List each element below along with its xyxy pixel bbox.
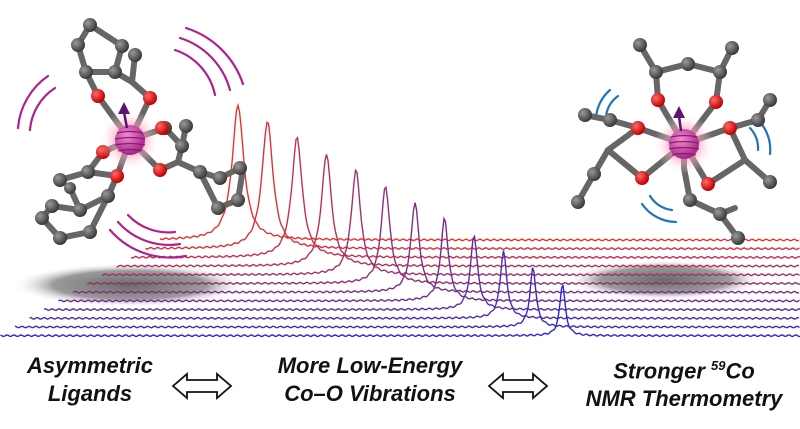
left-oxygen-atoms [91, 89, 169, 183]
spectrum-trace [116, 154, 800, 268]
right-oxygen-atoms [631, 93, 737, 191]
spectrum-trace [29, 250, 800, 320]
double-arrow-icon-right [487, 372, 549, 400]
right-spin-arrow [673, 106, 685, 118]
spectrum-trace [87, 185, 800, 286]
spectrum-trace [72, 202, 800, 294]
caption-low-energy-vibrations: More Low-Energy Co–O Vibrations [250, 352, 490, 408]
caption-left-line2: Ligands [47, 381, 133, 406]
left-carbon-atoms [35, 18, 247, 245]
spectrum-trace [14, 267, 800, 329]
right-molecule [571, 38, 777, 245]
caption-left-line1: Asymmetric [27, 353, 153, 378]
caption-asymmetric-ligands: Asymmetric Ligands [0, 352, 180, 408]
double-arrow-icon-left [171, 372, 233, 400]
spectrum-trace [43, 234, 800, 312]
spectrum-trace [159, 102, 800, 242]
nmr-spectra-stack [0, 102, 800, 338]
caption-mid-line2: Co–O Vibrations [284, 381, 456, 406]
caption-right-line2: NMR Thermometry [585, 386, 783, 412]
caption-right-line1: Stronger 59Co [613, 358, 755, 384]
right-carbon-atoms [571, 38, 777, 245]
caption-mid-line1: More Low-Energy [277, 353, 463, 378]
isotope-superscript: 59 [711, 358, 726, 373]
spectrum-trace [0, 284, 800, 338]
caption-nmr-thermometry: Stronger 59Co NMR Thermometry [568, 352, 800, 413]
left-vibration-arcs [16, 26, 245, 259]
spectrum-trace [58, 216, 800, 303]
spectrum-trace [130, 136, 800, 259]
right-shadow [565, 260, 765, 300]
left-spin-arrow [118, 102, 130, 114]
left-molecule [16, 18, 247, 259]
